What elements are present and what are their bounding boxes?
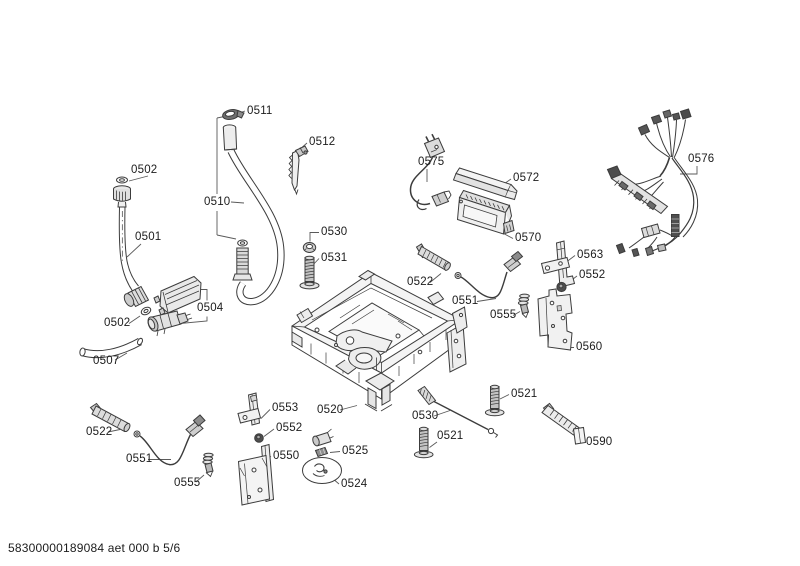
part-0522-pin-bottom [89, 402, 131, 433]
part-0502-seal-ring-bottom [140, 306, 152, 316]
leader-lines [107, 110, 698, 485]
part-0550-bracket [237, 443, 275, 506]
part-label-0525: 0525 [342, 445, 369, 457]
part-label-0530-top: 0530 [321, 226, 348, 238]
part-label-0555-bottom: 0555 [174, 477, 201, 489]
part-label-0522-top: 0522 [407, 276, 434, 288]
part-0551-sensor-wire-top [454, 250, 524, 299]
part-0522-pin-top [415, 243, 451, 271]
part-label-0575: 0575 [418, 156, 445, 168]
part-label-0510: 0510 [204, 196, 231, 208]
part-0520-base-assembly [291, 269, 468, 412]
part-label-0504: 0504 [197, 302, 224, 314]
part-label-0531: 0531 [321, 252, 348, 264]
part-label-0522-bottom: 0522 [86, 426, 113, 438]
part-label-0551-top: 0551 [452, 295, 479, 307]
part-0521-screw-right [484, 384, 505, 417]
part-label-0512: 0512 [309, 136, 336, 148]
part-0501-inlet-hose [113, 185, 150, 308]
part-label-0520: 0520 [317, 404, 344, 416]
part-0531-screw [299, 255, 320, 290]
part-0590-rail [541, 402, 587, 445]
part-label-0551-bottom: 0551 [126, 453, 153, 465]
part-label-0563: 0563 [577, 249, 604, 261]
part-0572-cover-strip [452, 167, 518, 201]
part-0507-hose [79, 337, 144, 359]
part-0553-bracket [237, 392, 262, 426]
part-label-0576: 0576 [688, 153, 715, 165]
part-0551-sensor-wire-bottom [133, 414, 206, 466]
part-0512-bracket [288, 145, 309, 196]
part-0521-screw-left [413, 426, 434, 459]
part-0560-bracket [537, 288, 573, 351]
part-label-0507: 0507 [93, 355, 120, 367]
part-label-0590: 0590 [586, 436, 613, 448]
part-label-0555-top: 0555 [490, 309, 517, 321]
part-label-0552-right: 0552 [579, 269, 606, 281]
part-label-0501: 0501 [135, 231, 162, 243]
part-0575-power-cord [409, 133, 452, 211]
part-0530-earth-rod [417, 385, 499, 438]
part-0552-nut-left [254, 433, 264, 443]
part-0524-cover-disc [302, 457, 342, 484]
part-label-0502-bottom: 0502 [104, 317, 131, 329]
part-label-0572: 0572 [513, 172, 540, 184]
part-0511-hose-clamp [222, 108, 245, 121]
part-0576-wiring-harness [606, 108, 699, 258]
part-0530-nut-top [302, 242, 317, 253]
part-0510-drain-hose [222, 124, 285, 306]
part-label-0521-right: 0521 [511, 388, 538, 400]
part-0504-valve-bracket [147, 275, 202, 337]
part-0502-seal-ring-top [116, 176, 128, 184]
part-label-0530-bottom: 0530 [412, 410, 439, 422]
part-0555-spring-clip-right [517, 293, 530, 319]
part-label-0570: 0570 [515, 232, 542, 244]
part-label-0524: 0524 [341, 478, 368, 490]
part-0552-nut-right [556, 281, 567, 293]
part-label-0550: 0550 [273, 450, 300, 462]
part-0570-control-module [456, 189, 515, 235]
part-0525-fastener [312, 428, 334, 458]
part-label-0560: 0560 [576, 341, 603, 353]
part-0555-spring-clip-bottom [202, 452, 214, 478]
part-label-0502-top: 0502 [131, 164, 158, 176]
part-label-0553: 0553 [272, 402, 299, 414]
document-number-footer: 58300000189084 aet 000 b 5/6 [8, 541, 181, 555]
part-label-0521-left: 0521 [437, 430, 464, 442]
part-0563-bracket [540, 240, 576, 288]
part-label-0511: 0511 [247, 105, 273, 117]
part-label-0552-left: 0552 [276, 422, 303, 434]
